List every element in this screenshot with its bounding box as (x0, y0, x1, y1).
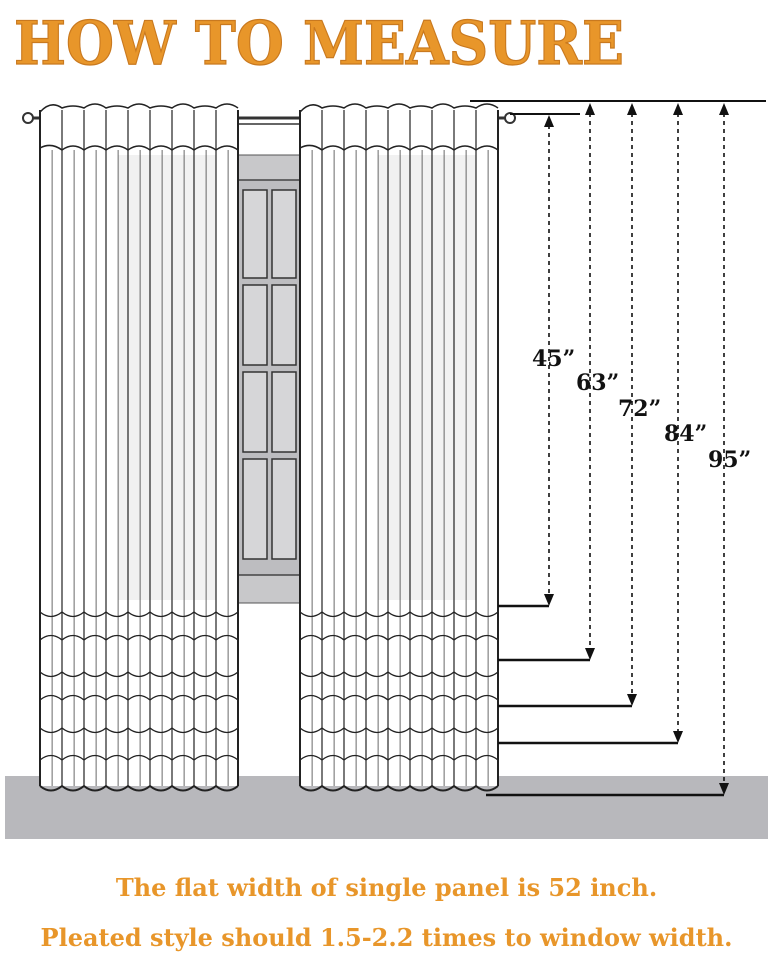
measure-arrow-2 (498, 103, 595, 662)
caption-pleat-ratio: Pleated style should 1.5-2.2 times to wi… (40, 923, 733, 952)
measurement-lines (470, 100, 766, 797)
right-curtain-panel (299, 103, 499, 792)
measure-arrow-4 (498, 103, 683, 745)
curtain-measure-diagram: 45” 63” 72” 84” 95” (5, 100, 768, 839)
measure-arrow-5 (486, 103, 729, 797)
caption-panel-width: The flat width of single panel is 52 inc… (115, 873, 658, 902)
measure-label-84: 84” (664, 421, 707, 447)
curtain-panels (39, 103, 499, 792)
left-curtain-panel (39, 103, 239, 792)
measure-arrow-3 (498, 103, 637, 708)
measure-label-72: 72” (618, 396, 661, 422)
measure-arrow-1 (498, 115, 554, 608)
measure-label-45: 45” (532, 346, 575, 372)
measure-label-63: 63” (576, 370, 619, 396)
title-banner: HOW TO MEASURE (0, 0, 640, 85)
page-title: HOW TO MEASURE (14, 9, 624, 79)
window (235, 154, 303, 604)
measure-label-95: 95” (708, 447, 751, 473)
